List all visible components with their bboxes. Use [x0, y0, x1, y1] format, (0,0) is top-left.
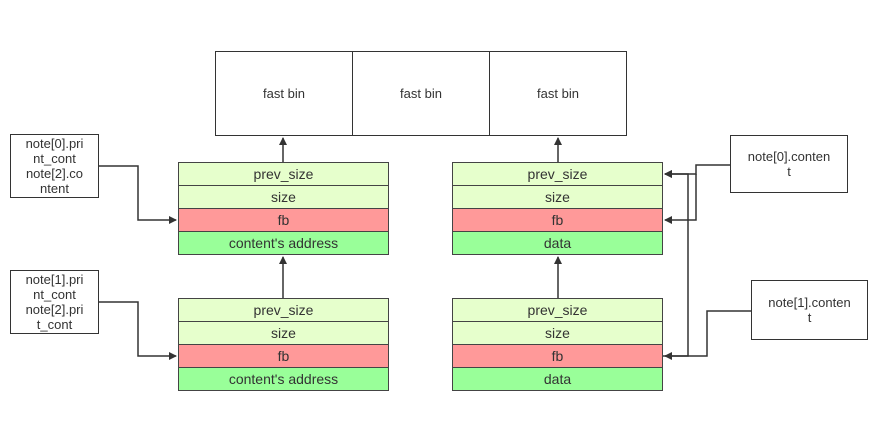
fast-bin-1-label: fast bin	[263, 86, 305, 101]
chunk-left-bottom-content: content's address	[178, 367, 389, 391]
note-left-bottom-line2: nt_cont	[33, 287, 76, 302]
fast-bin-3-label: fast bin	[537, 86, 579, 101]
note-box-right-top: note[0].conten t	[730, 135, 848, 193]
note-box-right-bottom: note[1].conten t	[751, 280, 868, 340]
note-box-left-top: note[0].pri nt_cont note[2].co ntent	[10, 134, 99, 198]
note-right-top-line2: t	[787, 164, 791, 179]
chunk-right-top-prev-size: prev_size	[452, 162, 663, 186]
arrow-note-left-bottom-to-fb	[99, 301, 177, 360]
note-right-top-line1: note[0].conten	[747, 149, 831, 164]
note-right-bottom-line2: t	[807, 310, 812, 325]
note-left-bottom-line4: t_cont	[36, 317, 73, 332]
chunk-left-top-content: content's address	[178, 231, 389, 255]
arrow-note-right-bottom-to-fb	[664, 310, 751, 360]
arrow-note-right-top-to-fb	[664, 174, 697, 224]
fast-bin-1: fast bin	[215, 51, 353, 136]
note-left-top-line4: ntent	[40, 181, 69, 196]
chunk-left-top-fb: fb	[178, 208, 389, 232]
chunk-right-bottom-size: size	[452, 321, 663, 345]
note-left-top-line1: note[0].pri	[25, 136, 84, 151]
chunk-left-top-size: size	[178, 185, 389, 209]
note-left-top-line2: nt_cont	[33, 151, 76, 166]
arrow-right-bottom-fb-to-right-top	[663, 170, 689, 357]
note-left-bottom-line1: note[1].pri	[25, 272, 84, 287]
chunk-right-bottom-data: data	[452, 367, 663, 391]
note-box-left-bottom: note[1].pri nt_cont note[2].pri t_cont	[10, 270, 99, 334]
arrow-note-left-top-to-fb	[99, 165, 177, 224]
fast-bin-3: fast bin	[489, 51, 627, 136]
arrow-note-right-top-to-prev-size	[664, 164, 730, 178]
note-right-bottom-line1: note[1].conten	[768, 295, 851, 310]
note-left-bottom-line3: note[2].pri	[25, 302, 84, 317]
chunk-right-top-data: data	[452, 231, 663, 255]
fast-bin-2: fast bin	[352, 51, 490, 136]
note-left-top-line3: note[2].co	[25, 166, 84, 181]
chunk-right-bottom-fb: fb	[452, 344, 663, 368]
fast-bin-2-label: fast bin	[400, 86, 442, 101]
